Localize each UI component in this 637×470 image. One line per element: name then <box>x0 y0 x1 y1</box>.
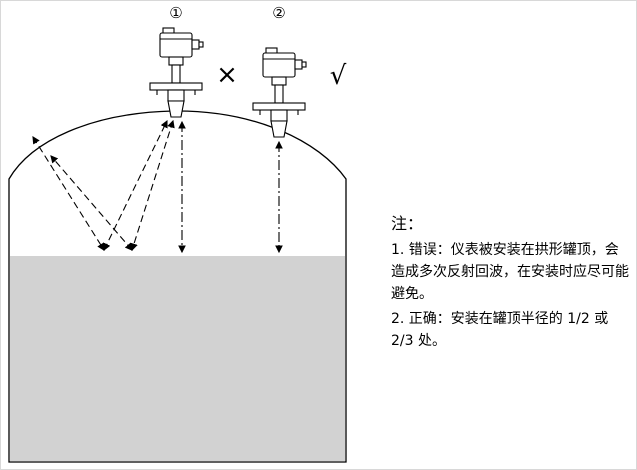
sensor1-stem <box>171 64 181 84</box>
sensor2-housing <box>262 52 296 78</box>
sensor2-number-label: ② <box>272 4 285 22</box>
note-title: 注： <box>391 214 424 233</box>
installation-note: 注： 1. 错误：仪表被安装在拱形罐顶，会造成多次反射回波，在安装时应尽可能避免… <box>391 211 631 355</box>
sensor1-horn <box>167 100 185 118</box>
correct-check-mark: √ <box>330 61 347 91</box>
sensor1-housing <box>159 32 193 58</box>
note-item-wrong: 1. 错误：仪表被安装在拱形罐顶，会造成多次反射回波，在安装时应尽可能避免。 <box>391 241 629 303</box>
sensor2-horn <box>270 120 288 138</box>
note-item-correct: 2. 正确：安装在罐顶半径的 1/2 或 2/3 处。 <box>391 310 609 350</box>
sensor2-cable-gland <box>294 59 303 70</box>
sensor1-adapter <box>168 56 184 66</box>
sensor2-adapter <box>271 76 287 86</box>
level-sensor-2 <box>252 47 307 138</box>
level-sensor-1 <box>149 27 204 118</box>
sensor1-cable-gland <box>191 39 200 50</box>
sensor2-stem <box>274 84 284 104</box>
liquid-fill <box>10 256 345 461</box>
sensor2-nozzle <box>270 109 288 122</box>
sensor2-flange <box>252 102 306 111</box>
sensor1-nozzle <box>167 89 185 102</box>
sensor1-flange <box>149 82 203 91</box>
wrong-x-mark: × <box>216 60 238 90</box>
sensor1-number-label: ① <box>169 4 182 22</box>
multi-reflection-arrows <box>32 119 175 252</box>
